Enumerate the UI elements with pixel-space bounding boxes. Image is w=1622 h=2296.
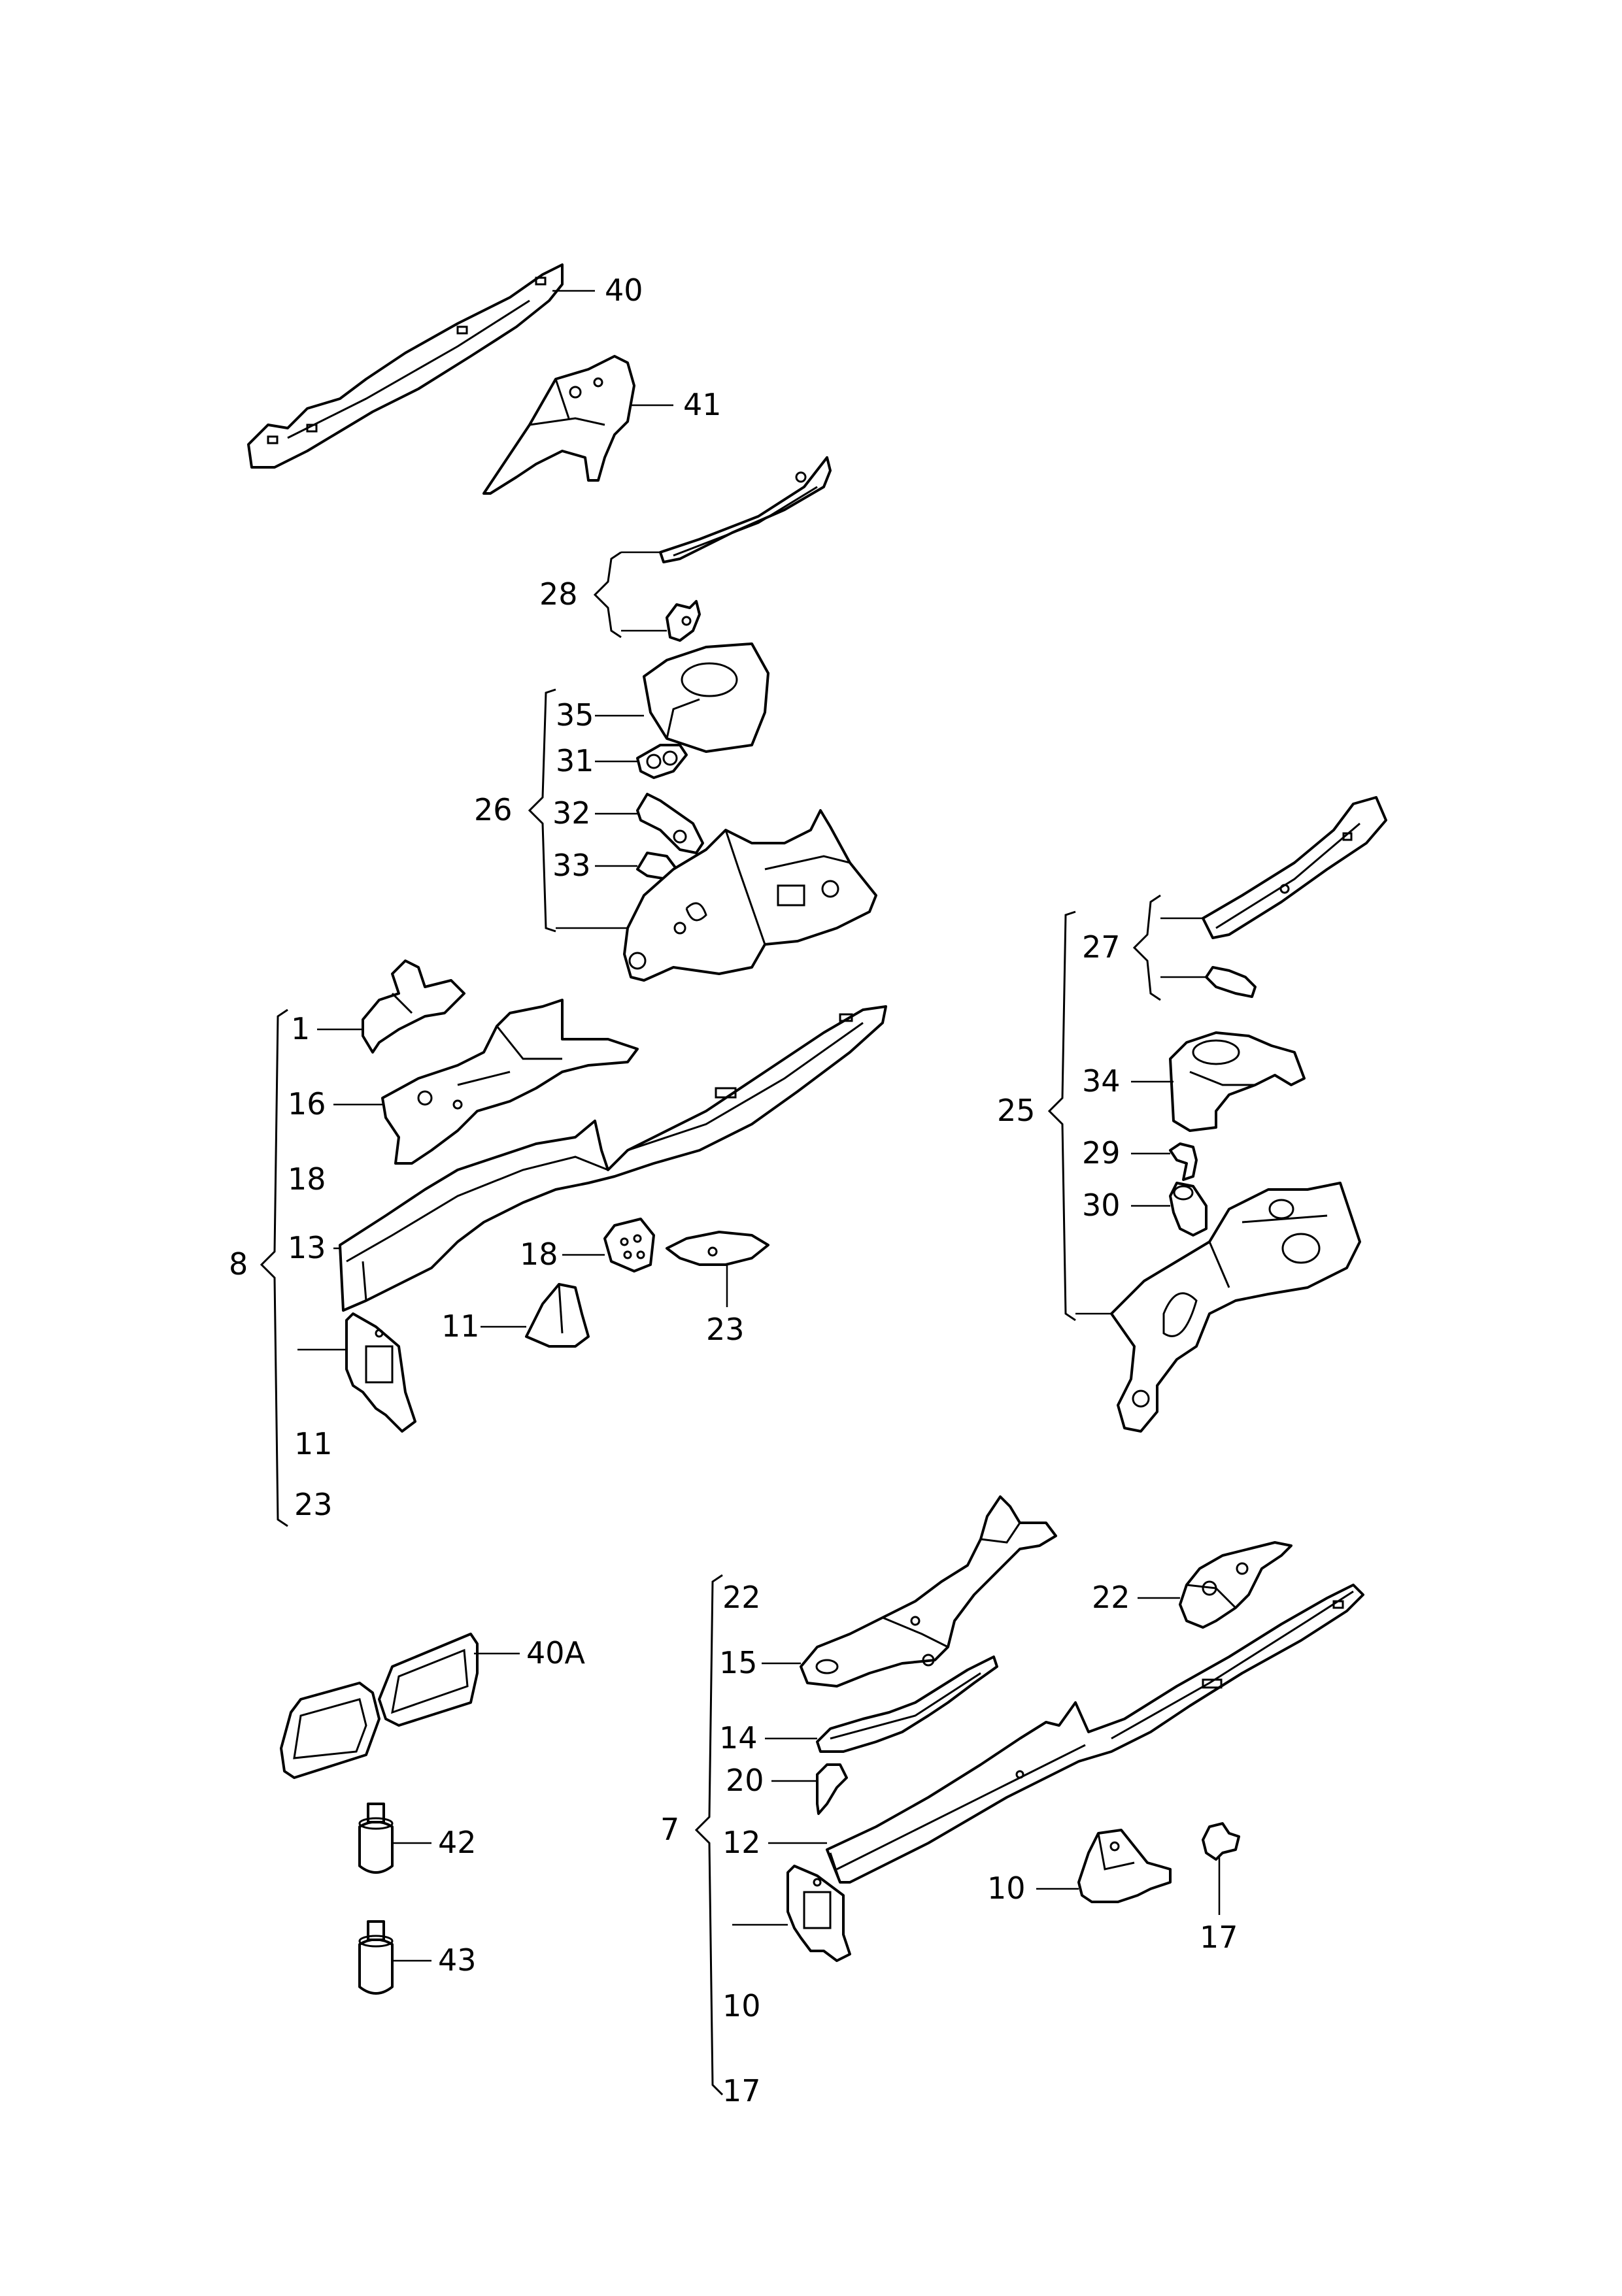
- callout-30: 30: [1082, 1188, 1121, 1223]
- part-40A: [280, 1633, 479, 1779]
- brace-25: [1047, 910, 1076, 1322]
- callout-11b: 11: [294, 1426, 333, 1461]
- part-1: [362, 959, 465, 1054]
- callout-29: 29: [1082, 1135, 1121, 1171]
- callout-22b: 22: [1092, 1580, 1130, 1615]
- callout-7: 7: [660, 1812, 679, 1847]
- part-10-plate: [786, 1865, 851, 1962]
- brace-8: [260, 1008, 288, 1527]
- part-25-housing: [1110, 1182, 1361, 1433]
- callout-27: 27: [1082, 929, 1121, 965]
- callout-31: 31: [556, 743, 594, 778]
- part-13: [339, 1005, 887, 1312]
- callout-17b: 17: [722, 2073, 761, 2108]
- part-31: [636, 744, 688, 779]
- part-34: [1169, 1031, 1306, 1132]
- part-35: [643, 642, 769, 753]
- part-18: [603, 1218, 655, 1273]
- callout-10b: 10: [722, 1988, 761, 2023]
- callout-22a: 22: [722, 1580, 761, 1615]
- callout-20: 20: [726, 1763, 764, 1798]
- callout-17a: 17: [1200, 1920, 1238, 1955]
- part-16: [381, 999, 639, 1165]
- callout-18a: 18: [288, 1161, 326, 1197]
- part-22-bracket: [1179, 1541, 1293, 1629]
- callout-41: 41: [683, 387, 722, 422]
- callout-43: 43: [438, 1942, 477, 1978]
- callout-40A: 40A: [526, 1635, 586, 1671]
- callout-16: 16: [288, 1086, 326, 1122]
- part-20: [816, 1763, 848, 1815]
- callout-10a: 10: [987, 1871, 1026, 1906]
- brace-27: [1132, 894, 1161, 1001]
- callout-40: 40: [605, 273, 643, 308]
- callout-34: 34: [1082, 1063, 1121, 1099]
- part-41: [482, 355, 635, 495]
- callout-23a: 23: [706, 1312, 745, 1347]
- part-11-small: [525, 1283, 590, 1348]
- part-14: [816, 1655, 998, 1753]
- callout-33: 33: [552, 848, 591, 883]
- part-42: [358, 1803, 394, 1874]
- part-28-rail: [659, 456, 832, 563]
- callout-12: 12: [722, 1825, 761, 1860]
- callout-35: 35: [556, 697, 594, 733]
- callout-32: 32: [552, 795, 591, 831]
- callout-23b: 23: [294, 1487, 333, 1522]
- callout-42: 42: [438, 1825, 477, 1860]
- part-17-clip: [1202, 1822, 1240, 1861]
- part-29: [1169, 1142, 1198, 1181]
- brace-26: [528, 688, 556, 933]
- part-32: [636, 793, 704, 854]
- part-28-bracket: [666, 600, 701, 642]
- part-23-small: [666, 1231, 769, 1266]
- callout-11a: 11: [441, 1308, 480, 1344]
- callout-15: 15: [719, 1645, 758, 1680]
- part-10-small: [1077, 1829, 1172, 1903]
- callout-8: 8: [229, 1246, 248, 1282]
- part-12: [826, 1584, 1364, 1884]
- callout-1: 1: [291, 1011, 310, 1046]
- callout-28: 28: [539, 576, 578, 612]
- brace-7: [694, 1574, 724, 2096]
- part-30: [1169, 1182, 1208, 1237]
- part-43: [358, 1920, 394, 1995]
- part-11-plate: [345, 1312, 416, 1433]
- callout-18b: 18: [520, 1237, 558, 1272]
- callout-26: 26: [474, 792, 513, 827]
- part-40: [247, 263, 564, 469]
- brace-28: [593, 551, 622, 639]
- part-27-rail: [1202, 796, 1387, 939]
- part-27-bracket: [1205, 966, 1257, 998]
- part-26-housing: [623, 809, 877, 982]
- callout-14: 14: [719, 1720, 758, 1755]
- callout-25: 25: [997, 1093, 1036, 1128]
- part-15: [800, 1495, 1057, 1688]
- callout-13: 13: [288, 1230, 326, 1265]
